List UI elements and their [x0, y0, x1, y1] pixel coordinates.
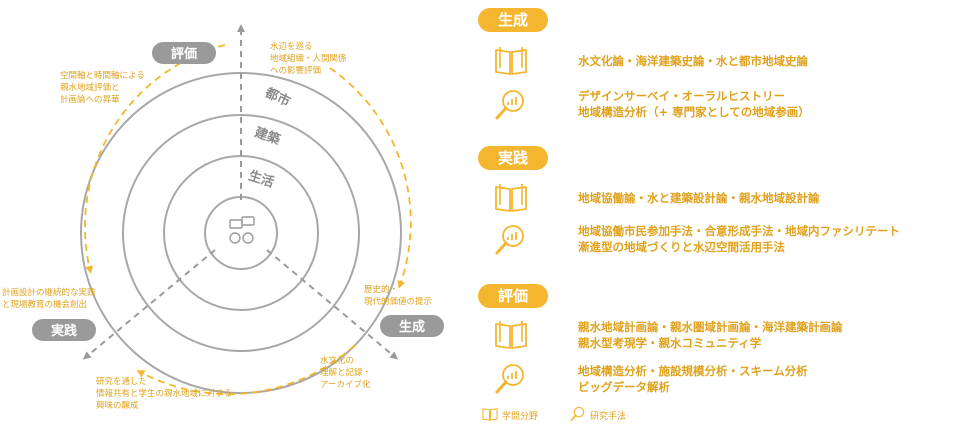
cycle-arrow-to-generation: [329, 67, 412, 289]
svg-text:評価: 評価: [171, 46, 197, 62]
legend-academic-label: 学問分野: [502, 412, 539, 422]
magnifier-chart-icon: [495, 225, 524, 255]
magnifier-chart-icon: [495, 364, 524, 394]
row-text-line: 地域構造分析（+ 専門家としての地域参画）: [578, 105, 810, 119]
annotation-right: 歴史的・ 現代的価値の提示: [364, 284, 432, 307]
svg-text:実践: 実践: [51, 323, 77, 339]
axis-lower-right: [266, 249, 399, 360]
svg-text:水文化の: 水文化の: [320, 355, 354, 366]
ring-label-life: 生活: [246, 168, 276, 191]
row-text-line: 親水型考現学・親水コミュニティ学: [578, 336, 762, 350]
row-text-line: 水文化論・海洋建築史論・水と都市地域史論: [578, 54, 808, 68]
row-text-line: 地域協働論・水と建築設計論・親水地域設計論: [578, 191, 820, 205]
label-practice: 実践: [32, 319, 96, 341]
ring-core: [204, 196, 278, 270]
row-text-line: 地域構造分析・施設規模分析・スキーム分析: [578, 364, 808, 378]
svg-text:計画論への昇華: 計画論への昇華: [60, 94, 120, 105]
book-icon: [495, 47, 527, 75]
ring-architecture: [122, 114, 360, 352]
svg-text:研究を通した: 研究を通した: [96, 376, 147, 387]
svg-text:アーカイブ化: アーカイブ化: [320, 379, 371, 390]
label-generation: 生成: [380, 315, 444, 337]
row-text-line: ビッグデータ解析: [578, 380, 670, 394]
svg-text:と現場教育の機会創出: と現場教育の機会創出: [2, 299, 87, 310]
annotation-bottom-left: 研究を通した 情報共有と学生の親水地域に対する 興味の醸成: [96, 376, 232, 411]
svg-text:興味の醸成: 興味の醸成: [96, 400, 139, 411]
row-text-line: 親水地域計画論・親水圏域計画論・海洋建築計画論: [578, 320, 843, 334]
svg-text:計画設計の継続的な実践: 計画設計の継続的な実践: [2, 287, 96, 298]
label-evaluation: 評価: [152, 42, 216, 64]
svg-text:情報共有と学生の親水地域に対する: 情報共有と学生の親水地域に対する: [96, 388, 232, 399]
svg-text:への影響評価: への影響評価: [270, 65, 322, 76]
annotation-top: 水辺を巡る 地域組織・人間関係 への影響評価: [270, 41, 347, 76]
section-title-evaluation: 評価: [478, 284, 548, 308]
section-title-practice: 実践: [478, 146, 548, 170]
svg-text:歴史的・: 歴史的・: [364, 284, 398, 295]
svg-text:生成: 生成: [399, 319, 425, 335]
ring-life: [163, 155, 319, 311]
row-text-line: 地域協働市民参加手法・合意形成手法・地域内ファシリテート: [578, 224, 900, 238]
book-icon: [495, 184, 527, 212]
svg-text:水辺を巡る: 水辺を巡る: [270, 41, 313, 52]
svg-text:理解と記録・: 理解と記録・: [320, 367, 371, 378]
book-icon: [495, 321, 527, 349]
row-text-line: デザインサーベイ・オーラルヒストリー: [578, 89, 785, 103]
legend-magnifier-icon: [570, 406, 585, 421]
magnifier-chart-icon: [495, 90, 524, 120]
svg-text:地域組織・人間関係: 地域組織・人間関係: [270, 53, 347, 64]
ring-label-architecture: 建築: [252, 124, 283, 148]
legend-book-icon: [482, 408, 498, 421]
svg-text:空間軸と時間軸による: 空間軸と時間軸による: [60, 70, 145, 81]
axis-lower-left: [82, 249, 216, 360]
people-icon: [229, 216, 255, 244]
row-text-line: 漸進型の地域づくりと水辺空間活用手法: [578, 240, 785, 254]
annotation-upper-left: 空間軸と時間軸による 親水地域評価と 計画論への昇華: [60, 70, 145, 105]
legend-method-label: 研究手法: [590, 412, 627, 422]
svg-text:親水地域評価と: 親水地域評価と: [60, 82, 120, 93]
svg-text:現代的価値の提示: 現代的価値の提示: [364, 296, 432, 307]
cycle-diagram: 都市 建築 生活 評価 実践 生成 水辺を巡る 地域組織・人間関係 への影響評価…: [2, 24, 444, 411]
annotation-bottom-right: 水文化の 理解と記録・ アーカイブ化: [320, 355, 371, 390]
annotation-left: 計画設計の継続的な実践 と現場教育の機会創出: [2, 287, 96, 310]
ring-label-city: 都市: [262, 84, 293, 110]
section-title-generation: 生成: [478, 8, 548, 32]
